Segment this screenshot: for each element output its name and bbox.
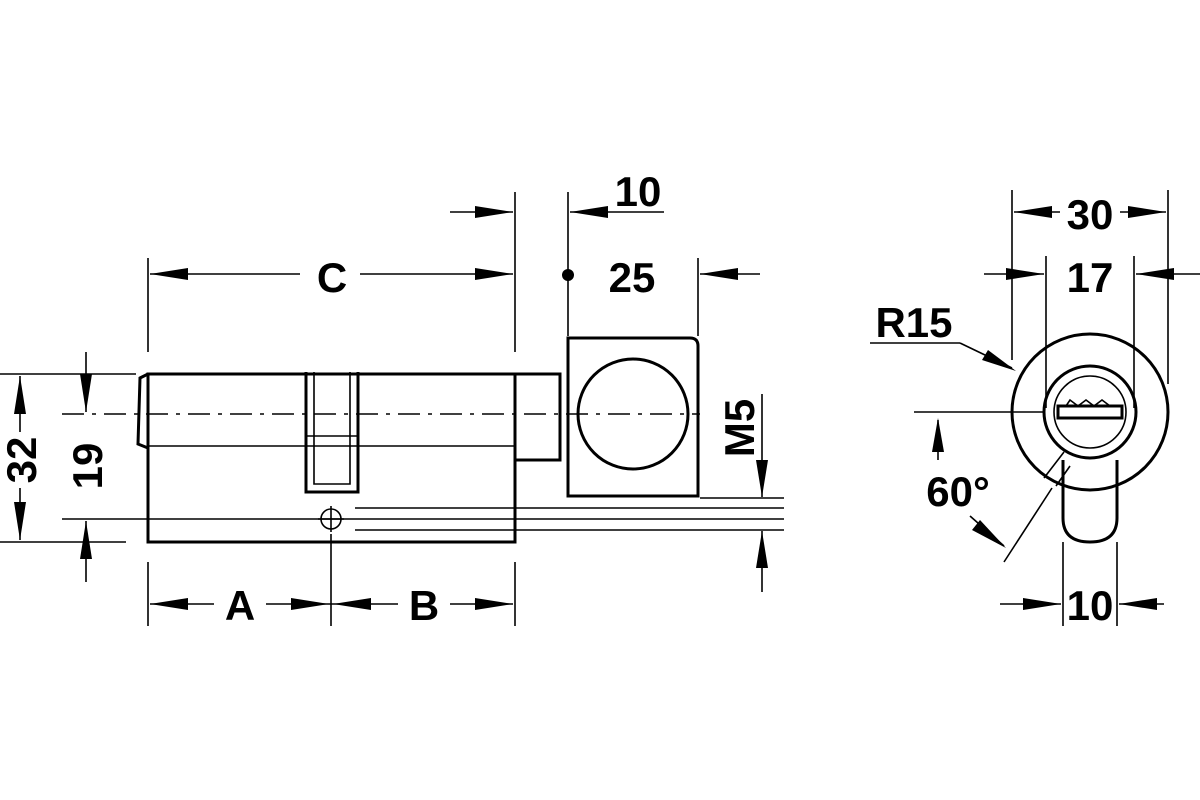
dim-17-label: 17 [1067, 254, 1114, 301]
cylinder-body-outline [146, 372, 517, 544]
dim-30-label: 30 [1067, 191, 1114, 238]
key-side-nose [136, 372, 149, 450]
dim-c-label: C [317, 254, 347, 301]
dim-60-deg-label: 60° [926, 468, 990, 515]
dim-25-label: 25 [609, 254, 656, 301]
side-view-dimensions: C 10 25 M5 32 19 [0, 168, 784, 629]
end-view [914, 332, 1170, 544]
dim-10-top-label: 10 [615, 168, 662, 215]
dim-m5-label: M5 [716, 399, 763, 457]
side-view [62, 336, 784, 544]
dim-a-label: A [225, 582, 255, 629]
end-view-dimensions: 30 17 R15 60° 10 [870, 190, 1200, 629]
cylinder-profile [1061, 460, 1119, 544]
dim-10-bottom-label: 10 [1067, 582, 1114, 629]
cam-slot [304, 372, 360, 494]
thumbturn-knob [566, 336, 700, 498]
dim-32-label: 32 [0, 437, 45, 484]
dim-b-label: B [409, 582, 439, 629]
keyway [1056, 404, 1124, 420]
spindle [515, 372, 562, 462]
dim-r15-label: R15 [875, 299, 952, 346]
dim-19-label: 19 [64, 443, 111, 490]
